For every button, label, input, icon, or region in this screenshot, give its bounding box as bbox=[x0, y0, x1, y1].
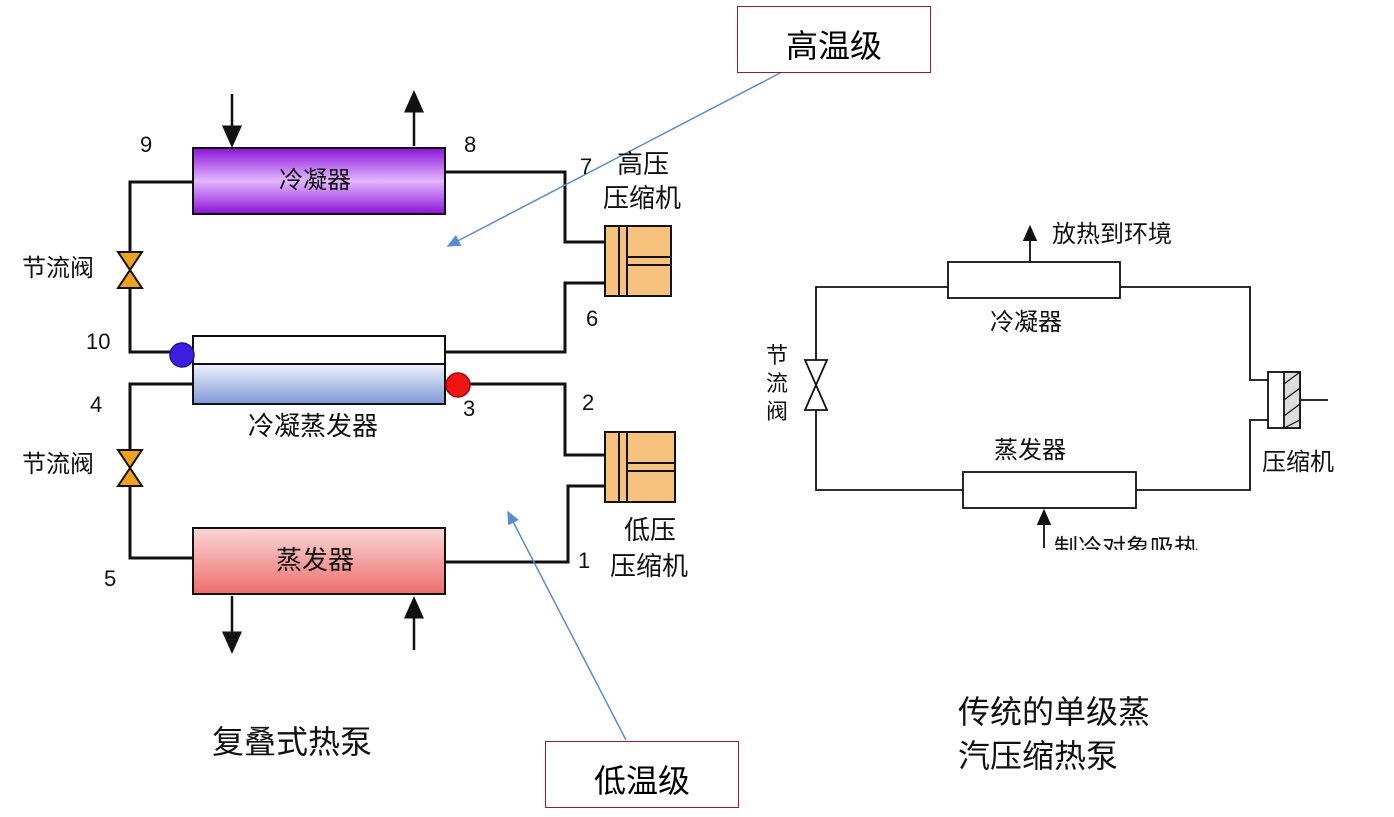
cascade-piping bbox=[128, 170, 605, 564]
high-stage-callout-label: 高温级 bbox=[785, 27, 882, 65]
single-evaporator-label: 蒸发器 bbox=[994, 436, 1066, 464]
low-compressor-label-2: 压缩机 bbox=[610, 552, 689, 582]
single-stage-piping bbox=[815, 286, 1328, 491]
throttle-valve-bottom-icon bbox=[116, 449, 144, 487]
point-7: 7 bbox=[580, 154, 593, 179]
point-2: 2 bbox=[582, 390, 595, 415]
throttle-valve-top-label: 节流阀 bbox=[22, 254, 94, 282]
point-8: 8 bbox=[464, 132, 477, 157]
low-compressor-label-1: 低压 bbox=[624, 516, 677, 546]
cascade-exchanger-label: 冷凝蒸发器 bbox=[248, 412, 379, 442]
single-compressor-icon bbox=[1267, 371, 1301, 429]
point-3: 3 bbox=[463, 396, 476, 421]
single-valve-label-1: 节 bbox=[766, 344, 789, 369]
low-stage-callout-arrow bbox=[507, 510, 627, 741]
single-valve-label-2: 流 bbox=[766, 372, 789, 397]
single-valve-icon bbox=[803, 359, 829, 411]
single-valve-label-3: 阀 bbox=[766, 400, 789, 425]
condenser-box bbox=[192, 147, 446, 215]
point-10: 10 bbox=[86, 329, 111, 354]
point-9: 9 bbox=[140, 132, 153, 157]
point-4: 4 bbox=[90, 392, 103, 417]
point-6: 6 bbox=[586, 306, 599, 331]
single-evaporator-box bbox=[962, 471, 1137, 509]
evaporator-label: 蒸发器 bbox=[276, 546, 355, 576]
heat-in-label: 制冷对象吸热 bbox=[1054, 534, 1198, 550]
condenser-label: 冷凝器 bbox=[279, 166, 351, 194]
low-stage-callout: 低温级 bbox=[545, 741, 739, 808]
point-1: 1 bbox=[578, 548, 591, 573]
cascade-exchanger-upper bbox=[192, 335, 446, 365]
high-pressure-compressor-icon bbox=[604, 225, 672, 297]
high-compressor-label-1: 高压 bbox=[617, 150, 670, 180]
high-stage-callout-arrow bbox=[446, 71, 783, 247]
low-stage-callout-label: 低温级 bbox=[593, 762, 690, 800]
throttle-valve-bottom-label: 节流阀 bbox=[22, 450, 94, 478]
throttle-valve-top-icon bbox=[116, 251, 144, 289]
single-condenser-label: 冷凝器 bbox=[990, 308, 1062, 336]
heat-out-label: 放热到环境 bbox=[1052, 220, 1172, 248]
cascade-caption: 复叠式热泵 bbox=[212, 723, 373, 761]
single-caption-line-1: 传统的单级蒸 bbox=[958, 693, 1151, 731]
evaporator-box bbox=[192, 527, 446, 595]
single-caption-line-2: 汽压缩热泵 bbox=[958, 737, 1119, 775]
high-compressor-label-2: 压缩机 bbox=[603, 184, 682, 214]
low-pressure-compressor-icon bbox=[604, 431, 676, 503]
high-stage-callout: 高温级 bbox=[737, 6, 931, 73]
point-5: 5 bbox=[104, 566, 117, 591]
node-point-10 bbox=[169, 342, 195, 368]
node-point-3 bbox=[445, 372, 471, 398]
heat-in-label-clip: 制冷对象吸热 bbox=[1054, 532, 1234, 550]
single-condenser-box bbox=[947, 261, 1121, 299]
cascade-exchanger-lower bbox=[192, 363, 446, 405]
single-compressor-label: 压缩机 bbox=[1262, 448, 1334, 476]
